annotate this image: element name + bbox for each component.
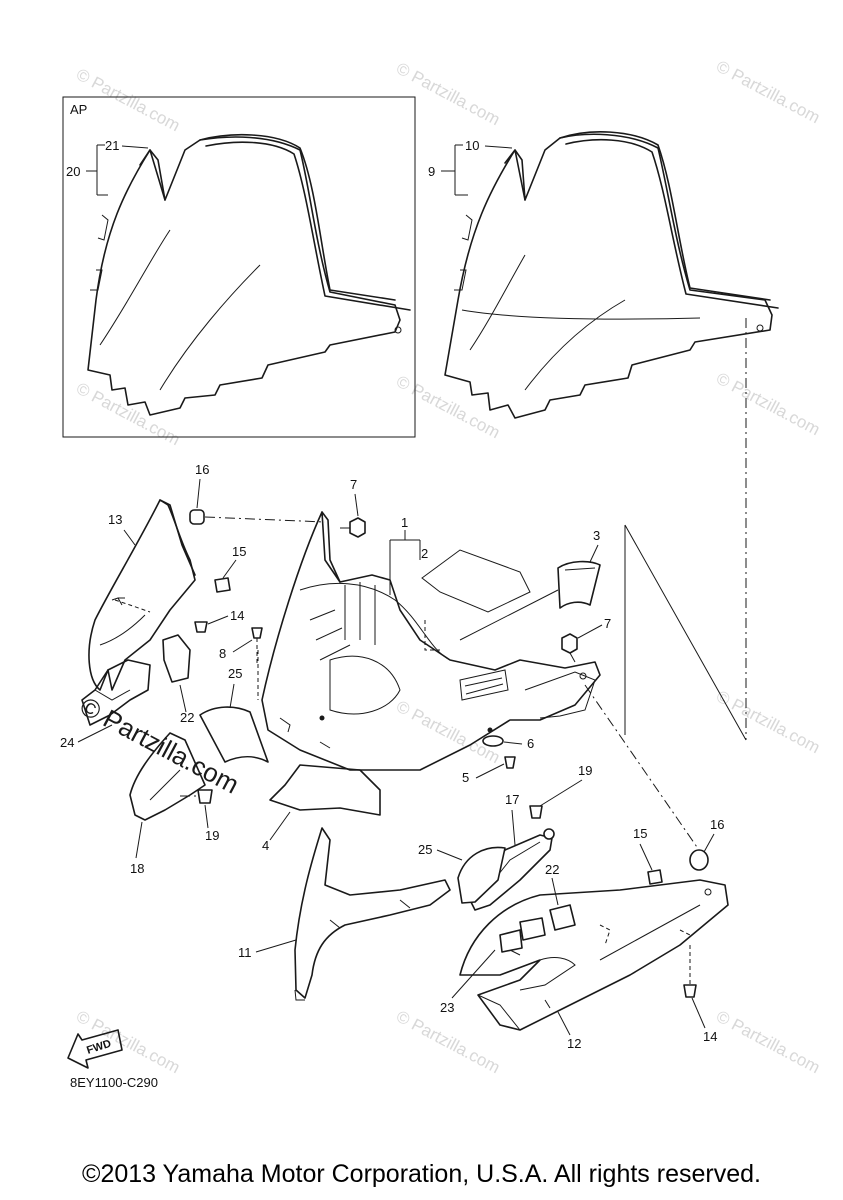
- upper-cowling-1: [257, 511, 601, 771]
- callout-20: 20: [66, 164, 80, 179]
- grommet-16-left: [189, 509, 205, 525]
- watermark-text: © Partzilla.com: [393, 59, 503, 130]
- callout-24: 24: [60, 735, 74, 750]
- grommet-6: [482, 735, 504, 747]
- callout-5: 5: [462, 770, 469, 785]
- watermark-text: © Partzilla.com: [713, 687, 823, 758]
- callout-12: 12: [567, 1036, 581, 1051]
- screw-14-left: [194, 621, 208, 633]
- callout-16-right: 16: [710, 817, 724, 832]
- callout-4: 4: [262, 838, 269, 853]
- callout-7-top: 7: [350, 477, 357, 492]
- side-cowl-13: [88, 499, 196, 691]
- callout-6: 6: [527, 736, 534, 751]
- watermarks: © Partzilla.com © Partzilla.com © Partzi…: [73, 57, 823, 1078]
- callout-14-left: 14: [230, 608, 244, 623]
- screw-19-right: [529, 805, 543, 819]
- callout-3: 3: [593, 528, 600, 543]
- bracket-24: [81, 659, 151, 726]
- screw-8: [251, 627, 263, 639]
- callout-11: 11: [238, 945, 252, 960]
- callout-15-right: 15: [633, 826, 647, 841]
- callout-19-right: 19: [578, 763, 592, 778]
- screw-7-right: [561, 633, 578, 654]
- callout-25-right: 25: [418, 842, 432, 857]
- screw-14-right: [683, 984, 697, 998]
- copyright-notice: ©2013 Yamaha Motor Corporation, U.S.A. A…: [82, 1160, 761, 1188]
- nut-15-right: [647, 869, 663, 885]
- callout-13: 13: [108, 512, 122, 527]
- callout-14-right: 14: [703, 1029, 717, 1044]
- watermark-text: © Partzilla.com: [713, 57, 823, 128]
- screw-7-top: [349, 517, 366, 538]
- pad-25-right: [457, 846, 506, 904]
- reference-lines: [624, 524, 747, 741]
- callout-1: 1: [401, 515, 408, 530]
- windshield-alt-20: [87, 134, 411, 416]
- lower-cowl-11: [294, 827, 451, 1001]
- pad-23: [499, 929, 523, 953]
- watermark-text: © Partzilla.com: [393, 372, 503, 443]
- callout-25-left: 25: [228, 666, 242, 681]
- inset-label: AP: [70, 102, 87, 117]
- callout-9: 9: [428, 164, 435, 179]
- bracket-9: [454, 144, 468, 196]
- callout-22-left: 22: [180, 710, 194, 725]
- callout-8: 8: [219, 646, 226, 661]
- callout-21: 21: [105, 138, 119, 153]
- callout-19-left: 19: [205, 828, 219, 843]
- lower-side-cowl-12: [459, 879, 729, 1031]
- callout-23: 23: [440, 1000, 454, 1015]
- side-cover-18: [129, 732, 206, 821]
- watermark-text: © Partzilla.com: [393, 1007, 503, 1078]
- pad-22-right-b: [519, 917, 546, 941]
- pad-22-left: [162, 634, 191, 683]
- watermark-text: © Partzilla.com: [73, 1007, 183, 1078]
- watermark-text: © Partzilla.com: [713, 369, 823, 440]
- diagram-code: 8EY1100-C290: [70, 1075, 158, 1090]
- callout-10: 10: [465, 138, 479, 153]
- pad-22-right-a: [549, 904, 576, 931]
- watermark-text: © Partzilla.com: [713, 1007, 823, 1078]
- callout-7-right: 7: [604, 616, 611, 631]
- under-panel-4: [269, 764, 381, 816]
- watermark-text: © Partzilla.com: [73, 379, 183, 450]
- watermark-text: © Partzilla.com: [73, 65, 183, 136]
- inset-box-ap: [62, 96, 416, 438]
- nut-15-left: [214, 577, 231, 593]
- callout-2: 2: [421, 546, 428, 561]
- callout-16-left: 16: [195, 462, 209, 477]
- callout-22-right: 22: [545, 862, 559, 877]
- bracket-3: [557, 560, 601, 609]
- bracket-20: [96, 144, 108, 196]
- callout-15-left: 15: [232, 544, 246, 559]
- decal-2: [421, 549, 531, 613]
- pad-25-left: [199, 706, 269, 763]
- callout-18: 18: [130, 861, 144, 876]
- screw-5: [504, 756, 516, 769]
- windshield-9: [444, 131, 779, 419]
- callout-17: 17: [505, 792, 519, 807]
- bracket-1: [389, 539, 421, 595]
- grommet-16-right: [689, 849, 709, 871]
- screw-19-left: [197, 789, 213, 804]
